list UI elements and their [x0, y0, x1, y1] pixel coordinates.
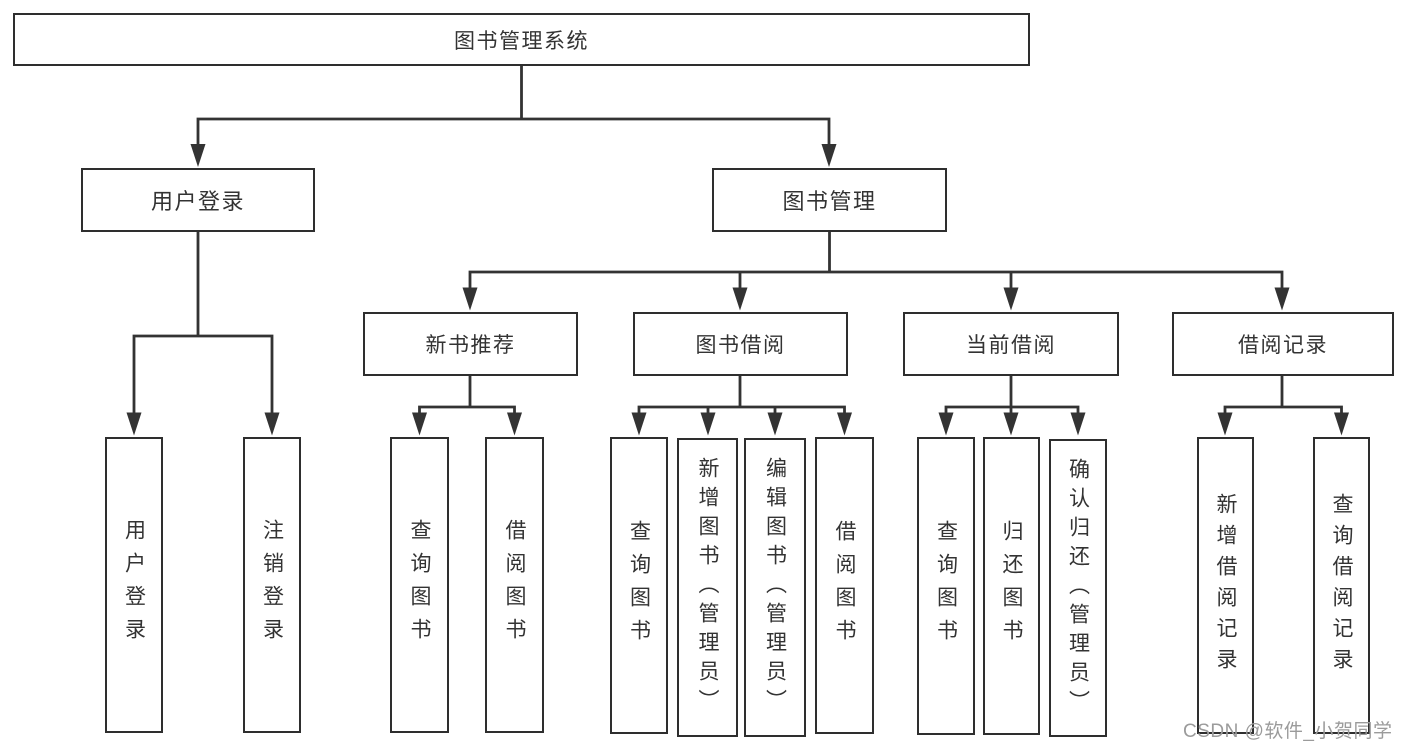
arrow-down-icon [1070, 412, 1086, 436]
node-book-management: 图书管理 [712, 168, 947, 232]
leaf-user-login: 用户登录 [105, 437, 163, 733]
leaf-confirm-return-admin: 确认归还（管理员） [1049, 439, 1107, 737]
arrow-down-icon [700, 412, 716, 436]
arrow-down-icon [1003, 412, 1019, 436]
arrow-down-icon [462, 287, 478, 311]
arrow-down-icon [1003, 287, 1019, 311]
leaf-borrow-books-borrowing: 借阅图书 [815, 437, 874, 734]
node-user-login: 用户登录 [81, 168, 315, 232]
leaf-query-books-current: 查询图书 [917, 437, 975, 735]
arrow-down-icon [631, 412, 647, 436]
leaf-query-books-borrowing: 查询图书 [610, 437, 668, 734]
leaf-return-books: 归还图书 [983, 437, 1040, 735]
arrow-down-icons [126, 144, 1349, 436]
leaf-query-borrow-record: 查询借阅记录 [1313, 437, 1370, 734]
node-new-book-recommendation: 新书推荐 [363, 312, 578, 376]
leaf-add-borrow-record: 新增借阅记录 [1197, 437, 1254, 734]
csdn-watermark: CSDN @软件_小贺同学 [1183, 721, 1393, 742]
arrow-down-icon [1217, 412, 1233, 436]
arrow-down-icon [821, 144, 837, 167]
arrow-down-icon [1274, 287, 1290, 311]
node-root: 图书管理系统 [13, 13, 1030, 66]
leaf-logout-login: 注销登录 [243, 437, 301, 733]
arrow-down-icon [507, 412, 522, 436]
arrow-down-icon [1334, 412, 1349, 436]
leaf-borrow-books-recommend: 借阅图书 [485, 437, 544, 733]
arrow-down-icon [732, 287, 748, 311]
arrow-down-icon [190, 144, 206, 167]
node-book-borrowing: 图书借阅 [633, 312, 848, 376]
arrow-down-icon [412, 412, 427, 436]
leaf-query-books-recommend: 查询图书 [390, 437, 449, 733]
leaf-add-books-admin: 新增图书（管理员） [677, 438, 738, 737]
arrow-down-icon [938, 412, 954, 436]
node-current-borrowing: 当前借阅 [903, 312, 1119, 376]
leaf-edit-books-admin: 编辑图书（管理员） [744, 438, 806, 737]
arrow-down-icon [767, 412, 783, 436]
arrow-down-icon [837, 412, 852, 436]
arrow-down-icon [126, 412, 142, 436]
node-borrowing-records: 借阅记录 [1172, 312, 1394, 376]
arrow-down-icon [264, 412, 280, 436]
